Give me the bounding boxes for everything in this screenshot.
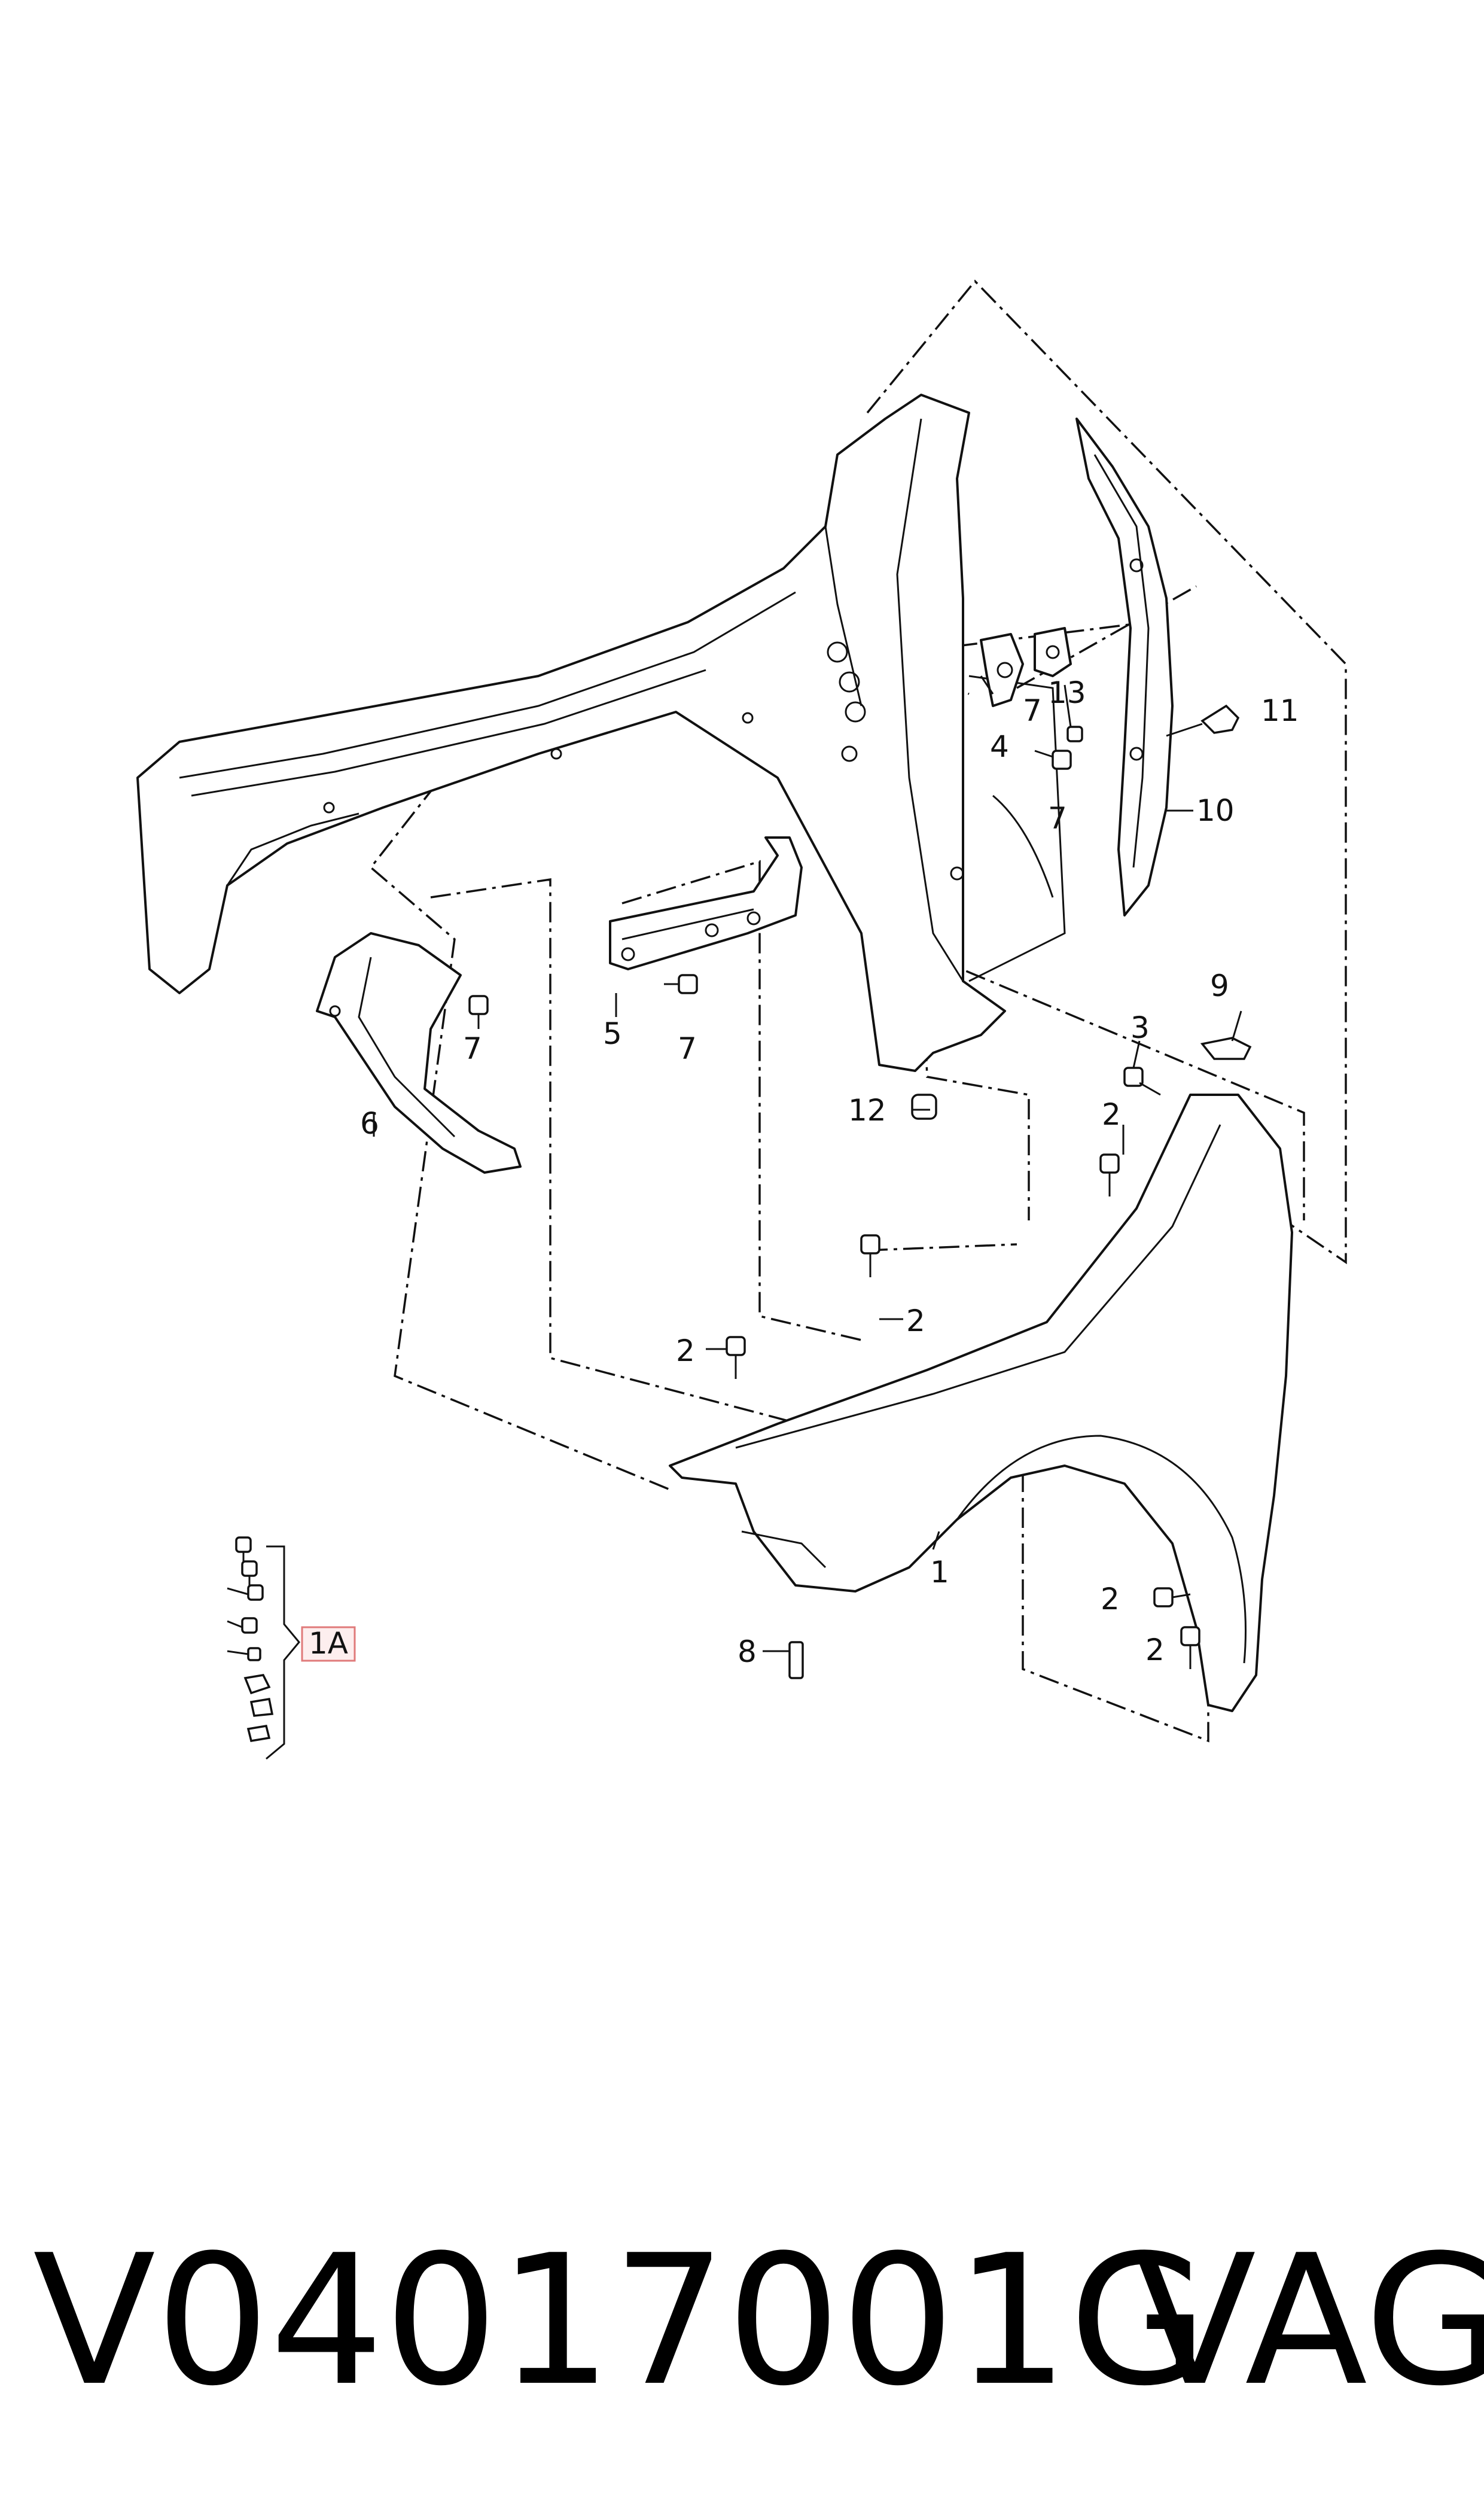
- callout-1: 1: [930, 1555, 949, 1590]
- bracket-parts-4-13: [980, 627, 1072, 707]
- bracket-part-6: [316, 932, 522, 1174]
- part-number: V04017001G: [33, 2216, 1208, 2425]
- callout-3: 3: [1130, 1010, 1150, 1045]
- kit-bolt-4-icon: [227, 1617, 258, 1634]
- callout-7-d: 7: [1023, 693, 1042, 728]
- bolt-13-icon: [1066, 726, 1083, 742]
- callout-7-a: 7: [463, 1031, 482, 1066]
- bolt-2-c-icon: [1099, 1153, 1120, 1196]
- kit-clip-1-icon: [243, 1674, 271, 1695]
- bolt-7-c-icon: [1034, 750, 1072, 770]
- callout-8: 8: [738, 1634, 757, 1669]
- brand-name: VAG: [1133, 2216, 1484, 2425]
- kit-1a-group: [227, 1536, 356, 1760]
- bolt-2-a-icon: [860, 1234, 880, 1277]
- callout-10: 10: [1196, 793, 1235, 828]
- callout-9: 9: [1210, 969, 1229, 1003]
- bolt-2-e-icon: [1180, 1626, 1200, 1669]
- callout-leaders: [373, 675, 1242, 1652]
- bolt-3-icon: [1123, 1067, 1161, 1096]
- callout-4: 4: [990, 729, 1009, 764]
- callout-2-a: 2: [906, 1304, 925, 1338]
- bolt-2-b-icon: [726, 1336, 746, 1379]
- kit-1a-label-box: [301, 1626, 356, 1662]
- callout-2-c: 2: [1102, 1097, 1121, 1132]
- stud-8-icon: [788, 1641, 804, 1679]
- kit-bolt-5-icon: [227, 1647, 261, 1661]
- bolt-2-d-icon: [1153, 1587, 1191, 1607]
- clip-11-icon: [1166, 704, 1240, 737]
- kit-bolt-3-icon: [227, 1584, 264, 1601]
- callout-11: 11: [1261, 693, 1299, 728]
- bolt-7-a-icon: [468, 995, 489, 1029]
- seal-strip-part-10: [1075, 418, 1174, 917]
- body-structure: [136, 394, 1066, 1072]
- callout-labels: 1 2 2 2 2 2 2 3 4 5 6 7 7 7 7 8 9 10 11 …: [309, 675, 1299, 1669]
- callout-2-b: 2: [676, 1333, 695, 1368]
- callout-7-b: 7: [678, 1031, 697, 1066]
- bracket-part-5: [609, 836, 803, 970]
- kit-clip-2-icon: [249, 1697, 274, 1717]
- clip-9-icon: [1200, 1037, 1252, 1060]
- callout-7-c: 7: [1048, 801, 1067, 836]
- callout-2-e: 2: [1145, 1633, 1165, 1667]
- callout-13: 13: [1048, 675, 1086, 710]
- fasteners: [468, 704, 1252, 1679]
- nut-12-icon: [911, 1094, 937, 1120]
- kit-clip-3-icon: [246, 1725, 271, 1742]
- bolt-7-b-icon: [664, 974, 698, 994]
- fender-part-1: [669, 1094, 1293, 1712]
- callout-12: 12: [848, 1093, 886, 1128]
- callout-5: 5: [603, 1016, 622, 1051]
- callout-1a: 1A: [309, 1626, 348, 1661]
- callout-2-d: 2: [1101, 1582, 1120, 1616]
- callout-6: 6: [360, 1106, 379, 1141]
